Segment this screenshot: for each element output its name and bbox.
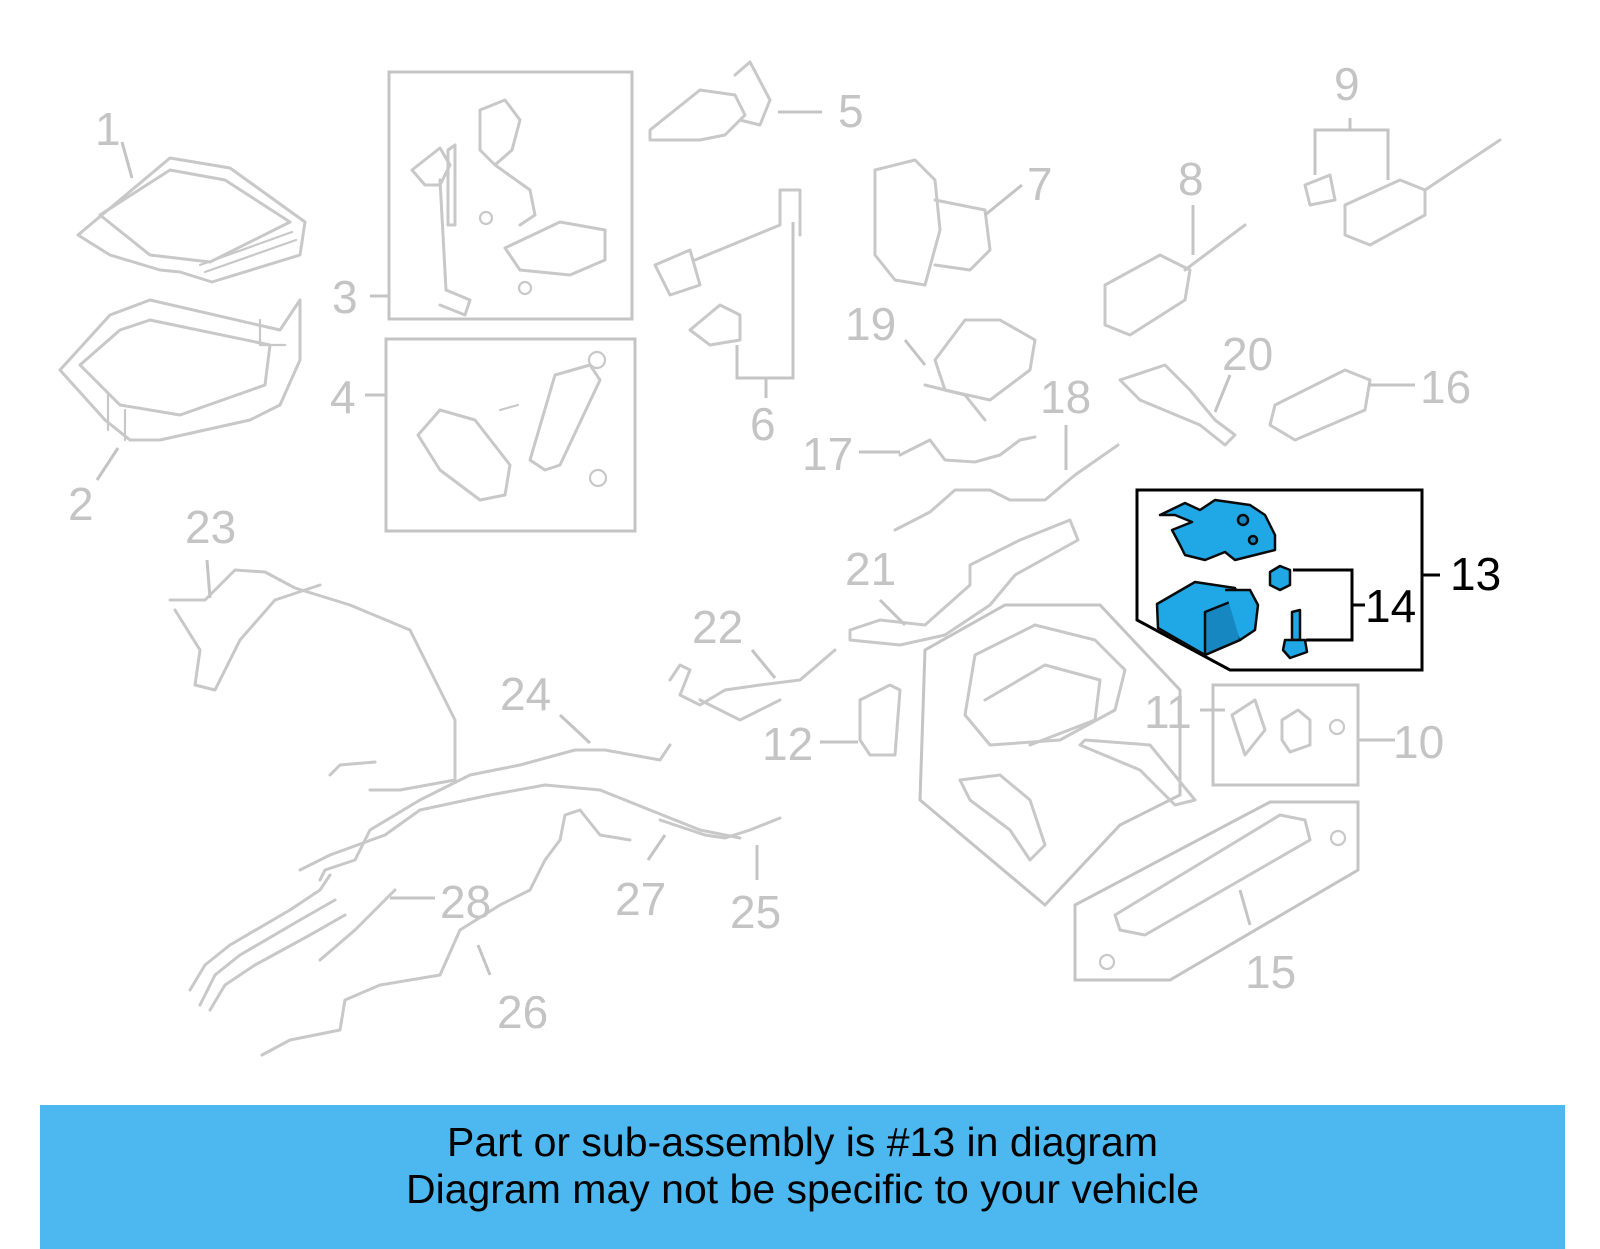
part-25-line (658, 816, 782, 840)
part-27-line (298, 783, 742, 872)
callout-15: 15 (1245, 946, 1296, 998)
callout-9: 9 (1334, 58, 1360, 110)
box-10 (1211, 683, 1360, 787)
parts-diagram: 1 2 3 4 5 6 7 8 9 10 11 12 13 14 15 16 1… (58, 58, 1502, 1057)
part-7-valve-block (873, 158, 992, 287)
callout-25: 25 (730, 886, 781, 938)
part-26-line (260, 808, 632, 1057)
callout-18: 18 (1040, 371, 1091, 423)
part-12-bracket (858, 683, 902, 757)
callout-19: 19 (845, 298, 896, 350)
part-14-fasteners-highlighted (1268, 564, 1309, 660)
part-6-sensor-harness (653, 188, 802, 347)
banner-line-1: Part or sub-assembly is #13 in diagram (447, 1119, 1158, 1165)
part-28-lines (188, 873, 397, 1012)
part-2-tray (58, 298, 302, 442)
part-15-reservoir (1098, 813, 1347, 971)
part-3-level-sensor (410, 98, 607, 317)
callout-11: 11 (1144, 686, 1192, 738)
part-24-line (318, 743, 672, 882)
part-16-filter (1268, 368, 1372, 442)
callout-23: 23 (185, 501, 236, 553)
part-5-sensor (648, 60, 772, 142)
callout-8: 8 (1178, 153, 1204, 205)
part-9-connector (1303, 138, 1502, 247)
callout-6: 6 (750, 398, 776, 450)
callout-24: 24 (500, 668, 551, 720)
leader-lines (95, 110, 1440, 976)
callout-12: 12 (762, 718, 813, 770)
box-13 (1135, 488, 1424, 672)
part-17-line (898, 435, 1037, 464)
callout-21: 21 (845, 543, 896, 595)
callout-1: 1 (95, 103, 121, 155)
callout-27: 27 (615, 873, 666, 925)
box-3 (387, 70, 634, 321)
callout-20: 20 (1222, 328, 1273, 380)
callout-3: 3 (332, 271, 358, 323)
banner-line-2: Diagram may not be specific to your vehi… (405, 1166, 1199, 1212)
callout-2: 2 (68, 478, 94, 530)
part-20-valve (1118, 363, 1237, 447)
part-8-connector (1103, 223, 1247, 337)
part-13-bracket-highlighted (1158, 498, 1277, 562)
part-21-line (848, 518, 1080, 647)
part-18-line (893, 443, 1120, 532)
callout-28: 28 (440, 876, 491, 928)
callout-4: 4 (330, 371, 356, 423)
box-15 (1073, 800, 1360, 982)
callout-22: 22 (692, 601, 743, 653)
callout-5: 5 (838, 85, 864, 137)
part-13-valve-block-highlighted (1155, 580, 1260, 657)
part-19-bracket (923, 318, 1037, 422)
callout-17: 17 (802, 428, 853, 480)
part-22-line (668, 648, 837, 722)
callout-7: 7 (1027, 158, 1053, 210)
info-banner: Part or sub-assembly is #13 in diagram D… (40, 1105, 1565, 1249)
callout-26: 26 (497, 986, 548, 1038)
compressor-area (918, 603, 1182, 908)
box-4 (384, 337, 637, 533)
callout-10: 10 (1393, 716, 1444, 768)
part-11-parts (1230, 698, 1346, 757)
part-1-control-module (76, 156, 307, 284)
compressor (958, 623, 1197, 862)
part-23-line (168, 568, 457, 792)
callout-16: 16 (1420, 361, 1471, 413)
callout-14: 14 (1365, 580, 1416, 632)
callout-labels: 1 2 3 4 5 6 7 8 9 10 11 12 13 14 15 16 1… (68, 58, 1501, 1038)
part-4-sensor (416, 350, 608, 502)
callout-13: 13 (1450, 548, 1501, 600)
